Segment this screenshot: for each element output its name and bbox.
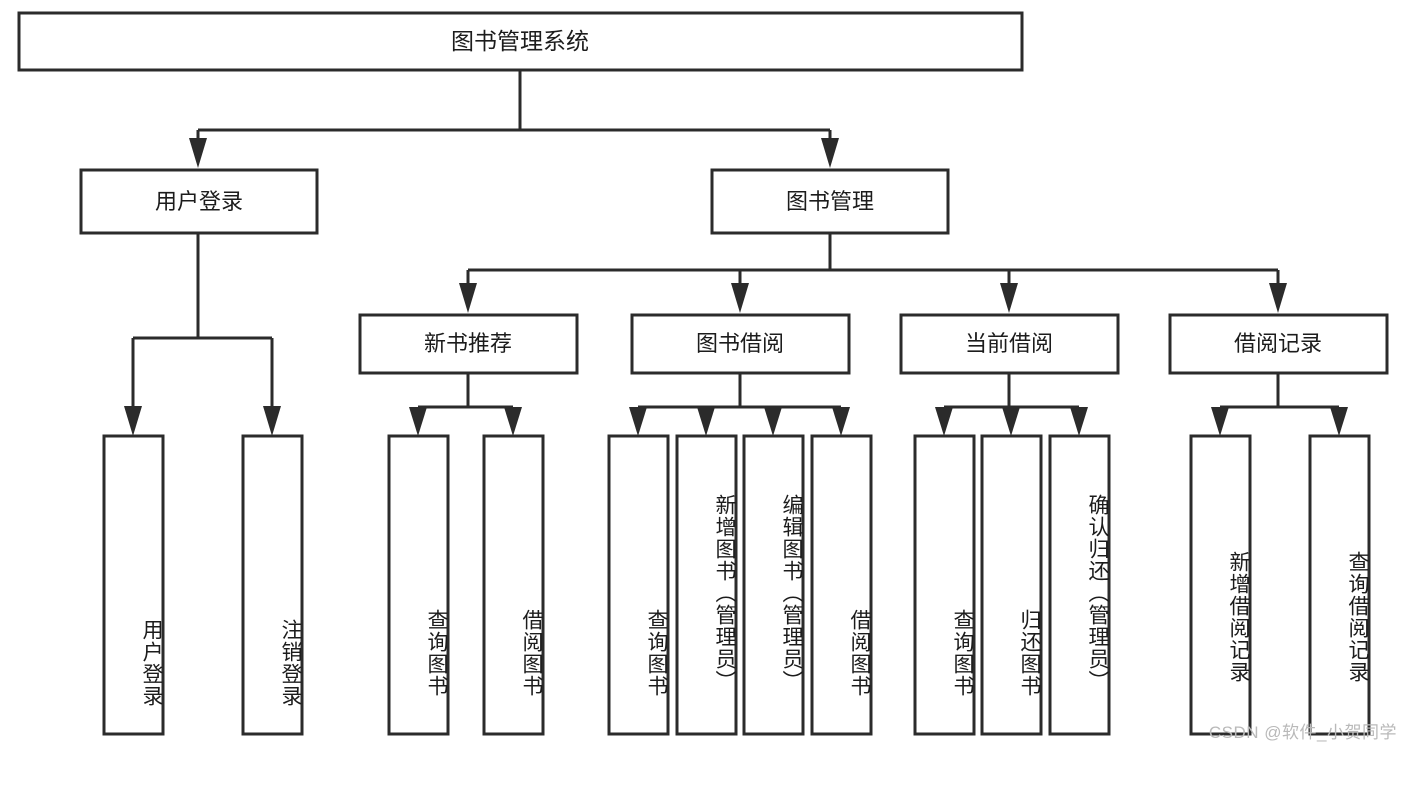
leaf-box-return-book[interactable] — [980, 434, 1043, 736]
book-borrow-label: 图书借阅 — [696, 331, 784, 356]
current-borrow-box[interactable] — [899, 313, 1120, 375]
leaf-box-borrow-book-1[interactable] — [482, 434, 545, 736]
arrow-borrow-record — [1269, 283, 1287, 313]
node-root[interactable]: 图书管理系统 — [17, 11, 1024, 72]
arrow-leaf-query-book-1 — [409, 407, 427, 436]
connector-group-new-book-children — [409, 373, 522, 436]
arrow-leaf-confirm-return-admin — [1070, 407, 1088, 436]
leaf-box-borrow-book-2[interactable] — [810, 434, 873, 736]
connector-group-root-to-level2 — [189, 70, 839, 168]
arrow-leaf-user-login — [124, 406, 142, 436]
arrow-leaf-edit-book-admin — [764, 407, 782, 436]
new-book-recommend-label: 新书推荐 — [424, 331, 512, 356]
connector-group-borrow-record-children — [1211, 373, 1348, 436]
arrow-leaf-query-book-3 — [935, 407, 953, 436]
arrow-user-login — [189, 138, 207, 168]
arrow-leaf-add-book-admin — [697, 407, 715, 436]
arrow-leaf-query-book-2 — [629, 407, 647, 436]
leaf-box-logout-login[interactable] — [241, 434, 304, 736]
arrow-leaf-add-borrow-record — [1211, 407, 1229, 436]
root-box[interactable] — [17, 11, 1024, 72]
user-login-label: 用户登录 — [155, 189, 243, 214]
connector-group-book-borrow-children — [629, 373, 850, 436]
node-current-borrow[interactable]: 当前借阅 — [899, 313, 1120, 375]
arrow-new-book-recommend — [459, 283, 477, 313]
hierarchy-diagram: 图书管理系统 用户登录 图书管理 新书推荐 图书借阅 当前借阅 借阅记录 — [17, 11, 1397, 742]
book-management-box[interactable] — [710, 168, 950, 235]
arrow-leaf-query-borrow-record — [1330, 407, 1348, 436]
borrow-record-box[interactable] — [1168, 313, 1389, 375]
node-borrow-record[interactable]: 借阅记录 — [1168, 313, 1389, 375]
diagram-canvas: 图书管理系统 用户登录 图书管理 新书推荐 图书借阅 当前借阅 借阅记录 — [17, 11, 1389, 736]
node-new-book-recommend[interactable]: 新书推荐 — [358, 313, 579, 375]
leaf-box-confirm-return-admin[interactable] — [1048, 434, 1111, 736]
connector-group-book-management-children — [459, 233, 1287, 313]
node-book-borrow[interactable]: 图书借阅 — [630, 313, 851, 375]
leaf-box-user-login[interactable] — [102, 434, 165, 736]
csdn-watermark: CSDN @软件_小贺同学 — [1208, 723, 1397, 742]
leaf-box-query-book-1[interactable] — [387, 434, 450, 736]
node-user-login[interactable]: 用户登录 — [79, 168, 319, 235]
leaf-box-query-borrow-record[interactable] — [1308, 434, 1371, 736]
arrow-leaf-return-book — [1002, 407, 1020, 436]
arrow-book-management — [821, 138, 839, 168]
new-book-recommend-box[interactable] — [358, 313, 579, 375]
current-borrow-label: 当前借阅 — [965, 331, 1053, 356]
node-book-management[interactable]: 图书管理 — [710, 168, 950, 235]
root-label: 图书管理系统 — [451, 28, 589, 54]
connector-group-current-borrow-children — [935, 373, 1088, 436]
arrow-book-borrow — [731, 283, 749, 313]
arrow-leaf-logout-login — [263, 406, 281, 436]
leaf-box-add-book-admin[interactable] — [675, 434, 738, 736]
leaf-box-query-book-3[interactable] — [913, 434, 976, 736]
leaf-box-add-borrow-record[interactable] — [1189, 434, 1252, 736]
book-management-label: 图书管理 — [786, 189, 874, 214]
user-login-box[interactable] — [79, 168, 319, 235]
arrow-leaf-borrow-book-1 — [504, 407, 522, 436]
arrow-leaf-borrow-book-2 — [832, 407, 850, 436]
leaf-box-query-book-2[interactable] — [607, 434, 670, 736]
borrow-record-label: 借阅记录 — [1234, 331, 1322, 356]
arrow-current-borrow — [1000, 283, 1018, 313]
leaf-box-edit-book-admin[interactable] — [742, 434, 805, 736]
book-borrow-box[interactable] — [630, 313, 851, 375]
connector-group-user-login-children — [124, 233, 281, 436]
